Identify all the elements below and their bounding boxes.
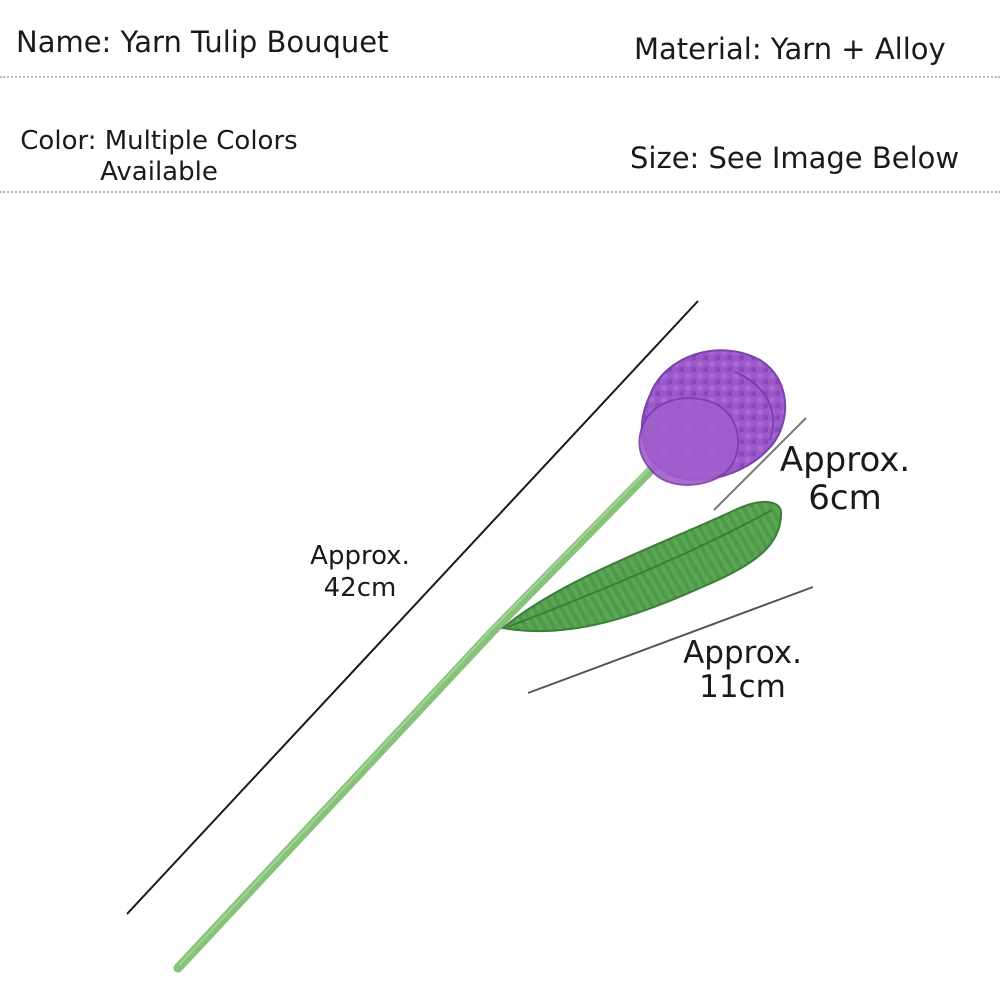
tulip-stem [173, 461, 660, 973]
dotted-divider-top [0, 76, 1000, 78]
tulip-flower [638, 349, 787, 486]
product-color-line1: Color: Multiple Colors [20, 126, 298, 156]
flower-measure-line [713, 417, 807, 511]
length-label-approx: Approx. [310, 541, 410, 571]
flower-label: Approx. 6cm [765, 441, 925, 517]
dotted-divider-bottom [0, 191, 1000, 193]
length-measure-line [126, 300, 699, 915]
leaf-label-value: 11cm [699, 669, 786, 705]
product-name: Name: Yarn Tulip Bouquet [16, 25, 389, 59]
flower-label-value: 6cm [808, 478, 882, 518]
product-material: Material: Yarn + Alloy [634, 32, 946, 66]
tulip-leaf-vein [507, 509, 773, 628]
tulip-petal-edge [734, 371, 775, 441]
tulip-leaf [500, 501, 783, 633]
leaf-label: Approx. 11cm [665, 636, 820, 704]
leaf-label-approx: Approx. [683, 635, 802, 671]
product-color: Color: Multiple Colors Available [14, 126, 304, 188]
length-label-value: 42cm [323, 573, 397, 603]
product-color-line2: Available [100, 157, 218, 187]
tulip-petal-front [638, 397, 740, 486]
leaf-measure-line [527, 586, 814, 694]
tulip-stem-highlight [179, 465, 653, 965]
product-size: Size: See Image Below [630, 141, 960, 175]
length-label: Approx. 42cm [285, 540, 435, 604]
flower-label-approx: Approx. [779, 440, 911, 480]
